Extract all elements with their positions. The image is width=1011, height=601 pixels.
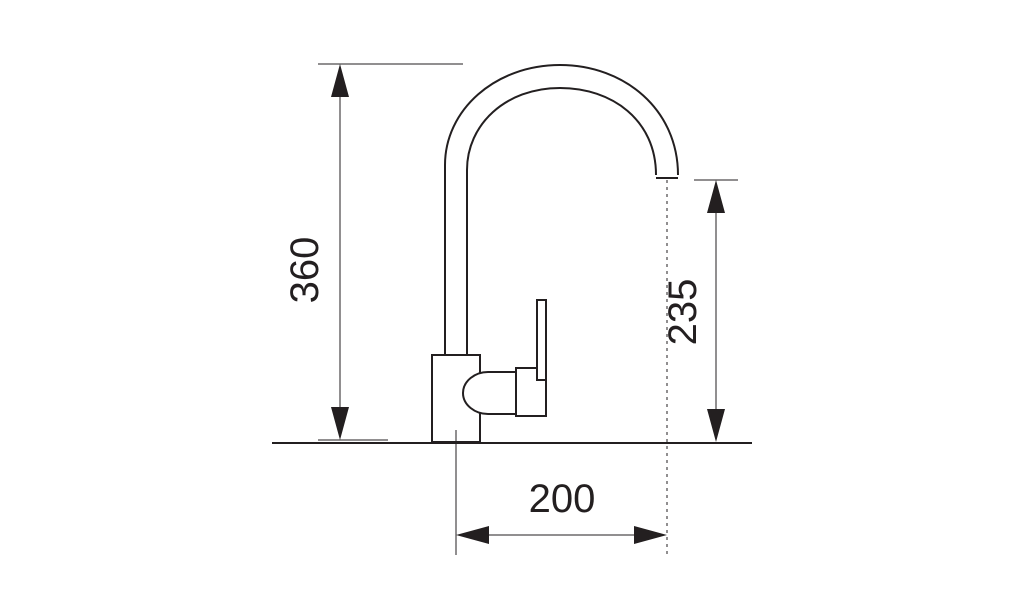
arrowhead-up [707, 180, 725, 213]
arrowhead-right [634, 526, 667, 544]
dimension-total-height: 360 [283, 63, 463, 441]
arrowhead-up [331, 64, 349, 97]
lever-housing [461, 371, 519, 415]
arrowhead-down [707, 409, 725, 442]
dimension-label-reach: 200 [529, 477, 596, 521]
arrowhead-down [331, 407, 349, 440]
dimension-spout-height: 235 [661, 179, 738, 442]
spout-outer-edge [444, 63, 679, 355]
lever-handle [536, 299, 547, 381]
dimension-spout-reach: 200 [455, 430, 667, 555]
dimension-label-spout-height: 235 [661, 279, 705, 346]
dimension-label-height: 360 [283, 237, 327, 304]
faucet [431, 63, 679, 443]
spout-inner-edge [466, 86, 657, 355]
arrowhead-left [456, 526, 489, 544]
